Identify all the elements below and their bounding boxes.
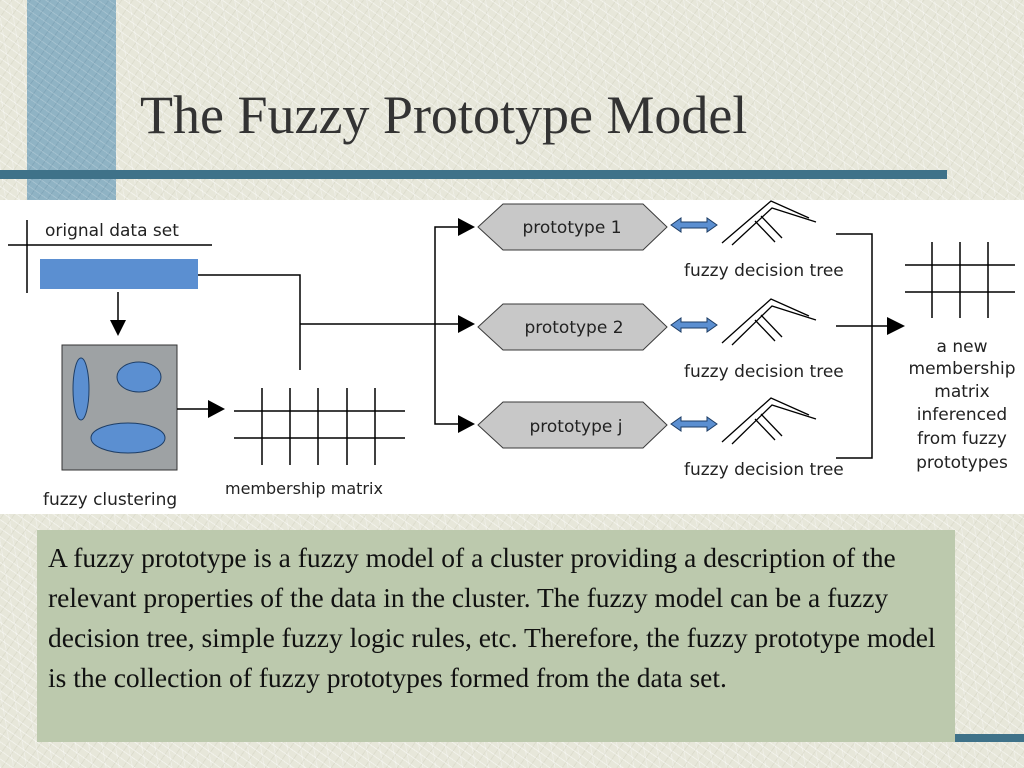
prototype-2-tree-label: fuzzy decision tree bbox=[684, 362, 844, 382]
prototype-j-double-arrow bbox=[670, 416, 718, 432]
clustering-to-matrix-arrow bbox=[177, 400, 225, 418]
prototype-1-tree-label: fuzzy decision tree bbox=[684, 261, 844, 281]
prototype-row-j: prototype j fuzzy decision tree bbox=[477, 397, 844, 480]
prototype-1-double-arrow bbox=[670, 217, 718, 233]
prototype-j-tree-icon bbox=[721, 397, 817, 445]
prototype-row-1: prototype 1 fuzzy decision tree bbox=[477, 200, 844, 281]
result-label-line-6: prototypes bbox=[916, 453, 1008, 473]
original-data-set: orignal data set bbox=[8, 220, 212, 293]
prototype-j-hexagon bbox=[477, 401, 668, 449]
prototype-row-2: prototype 2 fuzzy decision tree bbox=[477, 298, 844, 382]
prototype-2-tree-icon bbox=[721, 298, 817, 346]
prototype-2-hexagon bbox=[477, 303, 668, 351]
result-label-line-2: membership bbox=[909, 359, 1016, 379]
prototype-arrowheads bbox=[458, 218, 475, 433]
title-underline-bar bbox=[0, 170, 947, 179]
fuzzy-clustering-box bbox=[61, 344, 178, 471]
fuzzy-prototype-diagram: orignal data set fuzzy clustering bbox=[0, 200, 1024, 514]
result-label-line-1: a new bbox=[937, 337, 988, 357]
result-arrowhead bbox=[887, 317, 905, 335]
prototype-1-hexagon bbox=[477, 203, 668, 251]
data-to-clustering-arrow bbox=[110, 292, 126, 336]
trees-to-result-connector bbox=[836, 233, 890, 459]
result-label-line-4: inferenced bbox=[917, 405, 1007, 425]
membership-matrix-label: membership matrix bbox=[225, 479, 383, 498]
prototype-1-label: prototype 1 bbox=[522, 218, 621, 238]
prototype-2-label: prototype 2 bbox=[524, 318, 623, 338]
prototype-j-tree-label: fuzzy decision tree bbox=[684, 460, 844, 480]
slide-title: The Fuzzy Prototype Model bbox=[140, 85, 748, 145]
membership-matrix-grid bbox=[234, 388, 405, 465]
prototype-j-label: prototype j bbox=[530, 417, 623, 437]
data-set-bar bbox=[40, 259, 198, 289]
result-label-line-3: matrix bbox=[934, 382, 989, 402]
description-text-box: A fuzzy prototype is a fuzzy model of a … bbox=[37, 530, 955, 742]
prototype-1-tree-icon bbox=[721, 200, 817, 246]
fuzzy-clustering-label: fuzzy clustering bbox=[43, 490, 177, 510]
to-prototypes-connectors bbox=[198, 226, 462, 425]
new-membership-matrix-grid bbox=[905, 242, 1015, 318]
prototype-2-double-arrow bbox=[670, 317, 718, 333]
result-label: a new membership matrix inferenced from … bbox=[909, 337, 1016, 473]
bottom-accent-bar bbox=[955, 734, 1024, 742]
decorative-side-column bbox=[27, 0, 116, 200]
result-label-line-5: from fuzzy bbox=[917, 429, 1007, 449]
original-data-set-label: orignal data set bbox=[45, 221, 179, 241]
